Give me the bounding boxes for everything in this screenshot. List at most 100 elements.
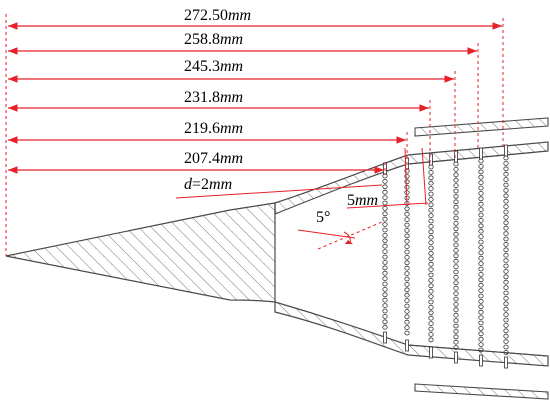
outer-casing-bottom <box>414 383 549 400</box>
cooling-hole <box>404 206 410 212</box>
cooling-hole <box>478 261 484 267</box>
cooling-hole <box>478 288 484 294</box>
cooling-hole <box>478 315 484 321</box>
cooling-hole <box>478 331 484 337</box>
cooling-hole <box>382 265 388 271</box>
cooling-hole <box>503 317 509 323</box>
cooling-hole <box>453 264 459 270</box>
hole-column <box>428 153 434 359</box>
cooling-hole <box>503 241 509 247</box>
cooling-hole-columns <box>382 144 509 369</box>
cooling-hole <box>453 318 459 324</box>
cooling-hole <box>382 222 388 228</box>
hole-column <box>503 144 509 369</box>
cooling-hole <box>503 285 509 291</box>
cooling-hole <box>428 245 434 251</box>
cooling-hole <box>428 240 434 246</box>
cooling-hole <box>428 267 434 273</box>
cooling-hole <box>404 249 410 255</box>
cooling-hole <box>428 186 434 192</box>
cooling-hole <box>478 320 484 326</box>
cooling-hole <box>382 303 388 309</box>
cooling-hole <box>478 255 484 261</box>
wall-hole-top <box>429 153 433 166</box>
cooling-hole <box>478 342 484 348</box>
cooling-hole <box>478 325 484 331</box>
cooling-hole <box>503 160 509 166</box>
cooling-hole <box>503 220 509 226</box>
cooling-hole <box>503 198 509 204</box>
cooling-hole <box>404 276 410 282</box>
cooling-hole <box>478 234 484 240</box>
cooling-hole <box>503 247 509 253</box>
cooling-hole <box>453 334 459 340</box>
cooling-hole <box>453 291 459 297</box>
cooling-hole <box>453 188 459 194</box>
cooling-hole <box>428 299 434 305</box>
cooling-hole <box>453 247 459 253</box>
cooling-hole <box>503 344 509 350</box>
cooling-hole <box>404 184 410 190</box>
cooling-hole <box>428 337 434 343</box>
cooling-hole <box>428 218 434 224</box>
cooling-hole <box>453 226 459 232</box>
cooling-hole <box>428 304 434 310</box>
cooling-hole <box>453 177 459 183</box>
cooling-hole <box>404 217 410 223</box>
cooling-hole <box>478 163 484 169</box>
cooling-hole <box>478 304 484 310</box>
cooling-hole <box>453 161 459 167</box>
cooling-hole <box>503 236 509 242</box>
cooling-hole <box>503 322 509 328</box>
cooling-hole <box>478 169 484 175</box>
cooling-hole <box>382 189 388 195</box>
cooling-hole <box>382 232 388 238</box>
cooling-hole <box>404 319 410 325</box>
cooling-hole <box>478 196 484 202</box>
cooling-hole <box>453 323 459 329</box>
cooling-hole <box>478 293 484 299</box>
cooling-hole <box>503 155 509 161</box>
cooling-hole <box>428 315 434 321</box>
cooling-hole <box>503 209 509 215</box>
cooling-hole <box>428 180 434 186</box>
cooling-hole <box>478 223 484 229</box>
cooling-hole <box>503 333 509 339</box>
cooling-hole <box>503 295 509 301</box>
cooling-hole <box>453 328 459 334</box>
cooling-hole <box>453 210 459 216</box>
cooling-hole <box>453 242 459 248</box>
cooling-hole <box>453 285 459 291</box>
cooling-hole <box>453 253 459 259</box>
cooling-hole <box>404 292 410 298</box>
cooling-hole <box>478 239 484 245</box>
cooling-hole <box>478 347 484 353</box>
cooling-hole <box>453 172 459 178</box>
cooling-hole <box>382 313 388 319</box>
hole-column <box>478 147 484 367</box>
cooling-hole <box>478 277 484 283</box>
hole-diameter-label: d=2mm <box>184 176 232 193</box>
cooling-hole <box>503 328 509 334</box>
cooling-hole <box>453 231 459 237</box>
cooling-hole <box>478 309 484 315</box>
cooling-hole <box>503 263 509 269</box>
cooling-hole <box>453 199 459 205</box>
cooling-hole <box>428 250 434 256</box>
cooling-hole <box>503 166 509 172</box>
cooling-hole <box>453 166 459 172</box>
cooling-hole <box>428 294 434 300</box>
hole-diameter-leader <box>175 184 383 199</box>
outer-casing-top <box>414 117 549 137</box>
row-spacing-tick-right <box>421 147 427 206</box>
cooling-hole <box>478 158 484 164</box>
angle-dashed-line <box>317 221 383 250</box>
cooling-hole <box>428 272 434 278</box>
cooling-hole <box>478 207 484 213</box>
cooling-hole <box>382 297 388 303</box>
wall-hole-bottom <box>479 354 483 367</box>
cooling-hole <box>428 331 434 337</box>
cooling-hole <box>503 214 509 220</box>
cooling-hole <box>404 303 410 309</box>
cooling-hole <box>503 177 509 183</box>
